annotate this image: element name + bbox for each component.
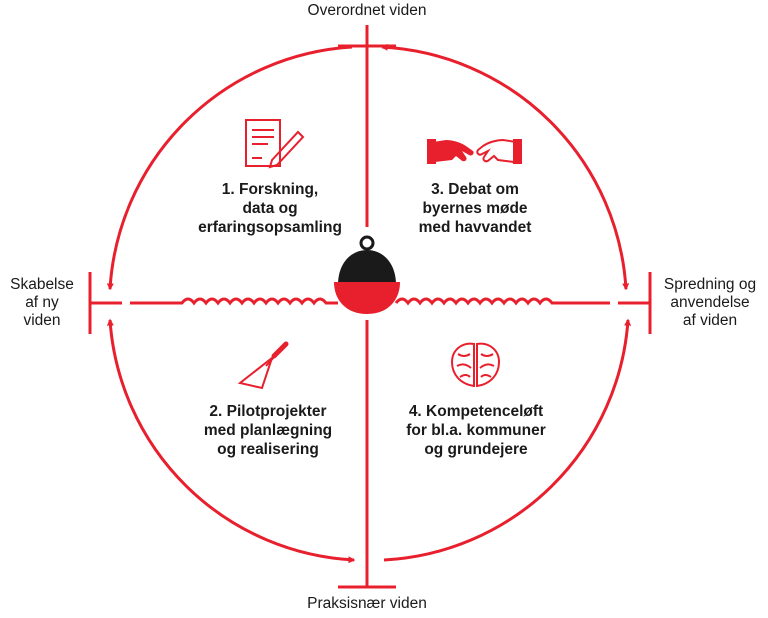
- quadrant-2-label: 2. Pilotprojekter med planlægning og rea…: [203, 403, 333, 458]
- water-wave-line: [130, 297, 338, 306]
- document-pen-icon: [245, 119, 305, 169]
- water-wave-line-right: [394, 297, 610, 306]
- buoy-icon: [334, 235, 400, 314]
- quadrant-3-label: 3. Debat om byernes møde med havvandet: [418, 181, 532, 236]
- cycle-arc-top-right: [380, 43, 630, 291]
- quadrant-1-label: 1. Forskning, data og erfaringsopsamling: [198, 181, 342, 236]
- cycle-arc-top-left: [106, 45, 353, 291]
- cycle-arc-bottom-left: [106, 318, 356, 564]
- cycle-arc-bottom-right: [383, 318, 632, 562]
- handshake-icon: [427, 138, 522, 164]
- axis-label-bottom: Praksisnær viden: [307, 595, 427, 612]
- axis-label-left: Skabelse af ny viden: [10, 276, 74, 329]
- trowel-icon: [237, 341, 289, 390]
- quadrant-4-label: 4. Kompetenceløft for bl.a. kommuner og …: [406, 403, 546, 458]
- axis-label-right: Spredning og anvendelse af viden: [663, 276, 757, 329]
- axis-label-top: Overordnet viden: [307, 2, 427, 19]
- brain-icon: [450, 342, 501, 388]
